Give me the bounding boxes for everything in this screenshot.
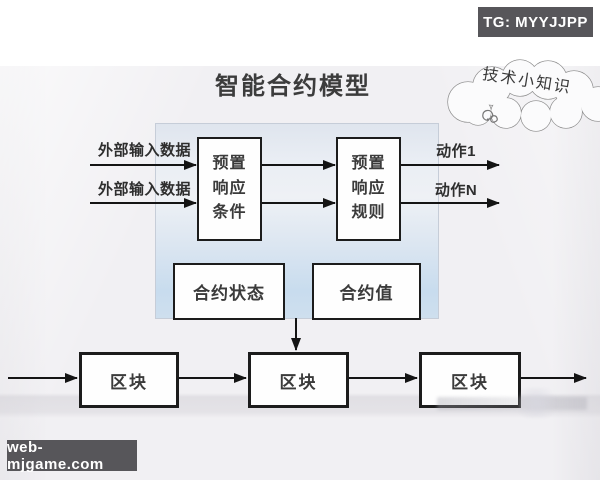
action-label-n: 动作N <box>434 182 478 199</box>
page-title: 智能合约模型 <box>215 73 371 100</box>
cloud-outline <box>447 59 600 132</box>
contract-state-box: 合约状态 <box>173 263 285 320</box>
input-label-2: 外部输入数据 <box>97 181 191 198</box>
preset-rule-box: 预置 响应 规则 <box>336 137 401 241</box>
tg-badge-label: TG: MYYJJPP <box>483 13 588 31</box>
site-badge-label: web-mjgame.com <box>7 438 104 473</box>
preset-condition-box: 预置 响应 条件 <box>197 137 262 241</box>
block-box-1: 区块 <box>79 352 179 408</box>
action-label-1: 动作1 <box>436 143 476 160</box>
preset-condition-label: 预置 响应 条件 <box>212 154 247 222</box>
contract-value-box: 合约值 <box>312 263 421 320</box>
spiral-doodle-icon <box>482 109 498 123</box>
cloud-note-label: 技术小知识 <box>481 65 573 97</box>
preset-rule-label: 预置 响应 规则 <box>351 154 386 222</box>
block-box-2: 区块 <box>248 352 349 408</box>
faint-watermark-logo <box>519 388 561 418</box>
input-label-1: 外部输入数据 <box>97 142 191 159</box>
block-box-3: 区块 <box>419 352 521 408</box>
site-badge: web-mjgame.com <box>7 438 137 473</box>
tg-badge: TG: MYYJJPP <box>478 7 593 37</box>
